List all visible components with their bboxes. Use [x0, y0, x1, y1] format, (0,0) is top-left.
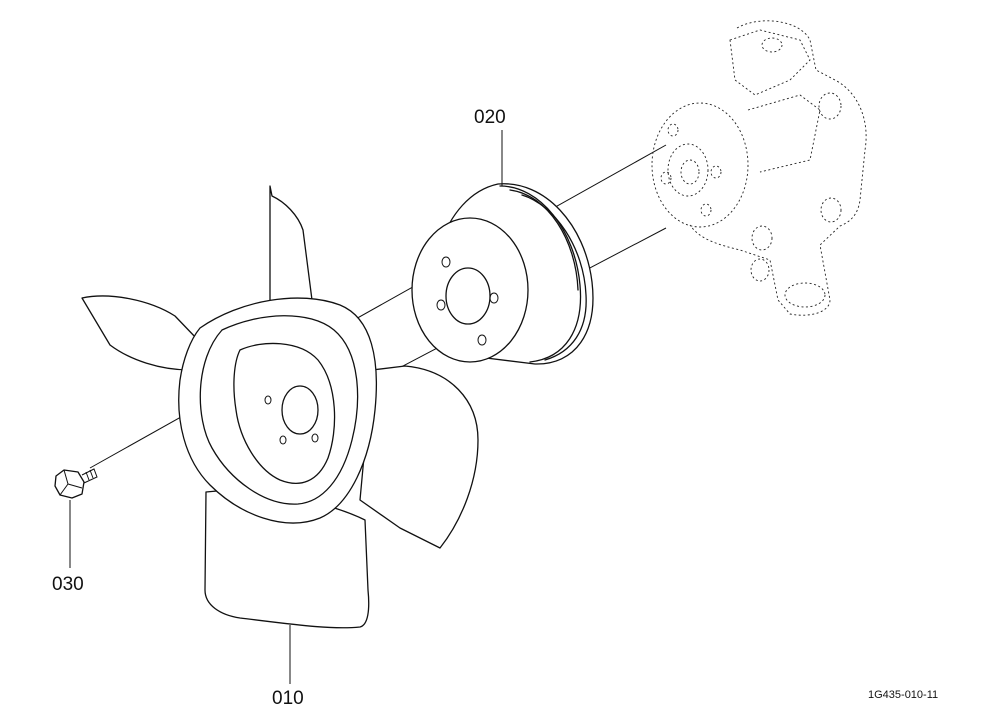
- hex-bolt: [54, 468, 98, 499]
- callout-030: 030: [52, 574, 84, 595]
- callout-010: 010: [272, 688, 304, 709]
- figure-reference-code: 1G435-010-11: [868, 689, 938, 701]
- callout-020: 020: [474, 107, 506, 128]
- cooling-fan: [81, 185, 479, 629]
- water-pump: [651, 20, 867, 316]
- pulley: [411, 183, 594, 365]
- leader-lines: [69, 130, 503, 684]
